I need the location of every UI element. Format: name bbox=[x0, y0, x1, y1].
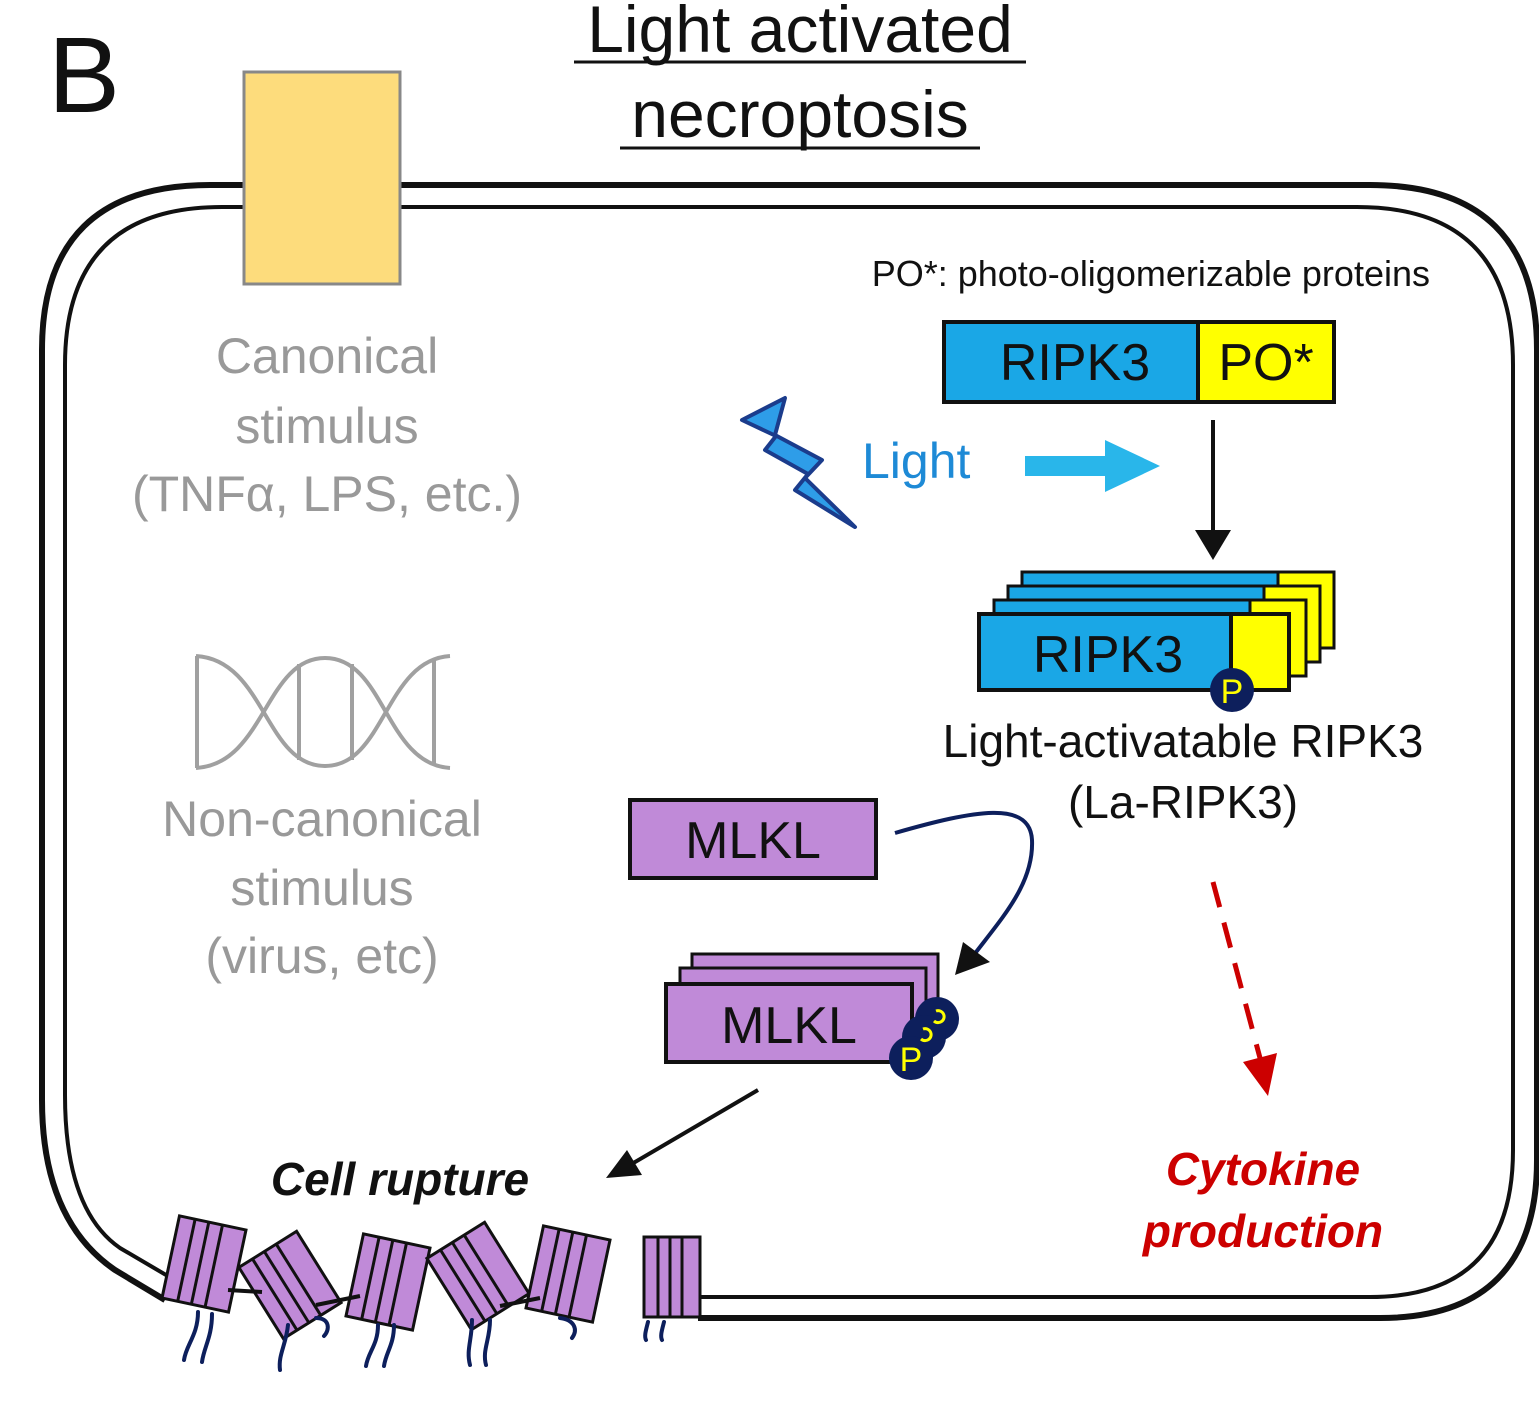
rupture-arrow bbox=[628, 1088, 760, 1167]
po-legend: PO*: photo-oligomerizable proteins bbox=[872, 253, 1430, 294]
activation-arrowhead bbox=[1195, 530, 1231, 560]
phosphorylation-arrowhead bbox=[955, 942, 990, 975]
la-ripk3-front-box bbox=[977, 612, 1233, 692]
rupture-arrowhead bbox=[606, 1150, 642, 1178]
mlkl-phospho-badge bbox=[889, 1036, 933, 1080]
mlkl-oligomer: MLKL P bbox=[664, 952, 959, 1080]
lightning-bolt-icon bbox=[740, 396, 857, 529]
mlkl-pore bbox=[642, 1235, 702, 1319]
light-label: Light bbox=[862, 433, 971, 489]
ripk3-domain-label: RIPK3 bbox=[1000, 334, 1150, 392]
mlkl-monomer-label: MLKL bbox=[685, 812, 821, 870]
panel-label: B bbox=[48, 14, 120, 135]
ripk3-phospho-badge bbox=[1210, 668, 1254, 712]
mlkl-oligomer-front-box bbox=[664, 982, 914, 1064]
mlkl-monomer-box bbox=[628, 798, 878, 880]
canonical-receptor bbox=[242, 70, 402, 286]
mlkl-pore bbox=[424, 1220, 532, 1332]
light-arrow-icon bbox=[1025, 440, 1160, 492]
mlkl-pore bbox=[524, 1224, 612, 1324]
mlkl-pore-icon bbox=[160, 1214, 702, 1372]
non-canonical-stimulus-line2: stimulus bbox=[230, 860, 413, 916]
po-domain-label: PO* bbox=[1218, 334, 1313, 392]
cell-membrane bbox=[39, 182, 1539, 1321]
ripk3-po-construct: RIPK3 PO* bbox=[942, 320, 1336, 404]
mlkl-pore bbox=[160, 1214, 248, 1314]
cytokine-label-line2: production bbox=[1141, 1205, 1383, 1257]
ripk3-domain bbox=[942, 320, 1200, 404]
non-canonical-stimulus-line3: (virus, etc) bbox=[205, 928, 438, 984]
phosphorylation-arrow bbox=[894, 810, 1035, 962]
la-ripk3-label: RIPK3 bbox=[1033, 626, 1183, 684]
diagram-title-line2: necroptosis bbox=[631, 77, 969, 151]
po-domain bbox=[1196, 320, 1336, 404]
mlkl-pore bbox=[344, 1232, 432, 1332]
la-ripk3-caption-line2: (La-RIPK3) bbox=[1068, 776, 1298, 828]
mlkl-oligomer-label: MLKL bbox=[721, 997, 857, 1055]
cytokine-arrow bbox=[1210, 881, 1263, 1059]
mlkl-phospho-label: P bbox=[900, 1041, 923, 1079]
cytokine-arrowhead bbox=[1243, 1053, 1277, 1096]
dna-helix-icon bbox=[195, 654, 451, 770]
canonical-stimulus-line3: (TNFα, LPS, etc.) bbox=[132, 466, 522, 522]
ripk3-phospho-label: P bbox=[1221, 673, 1244, 711]
canonical-stimulus-line1: Canonical bbox=[216, 328, 438, 384]
cell-rupture-label: Cell rupture bbox=[271, 1153, 529, 1205]
diagram-title-line1: Light activated bbox=[587, 0, 1013, 66]
cytokine-label-line1: Cytokine bbox=[1166, 1143, 1360, 1195]
canonical-stimulus-line2: stimulus bbox=[235, 398, 418, 454]
mlkl-pore bbox=[236, 1229, 344, 1341]
non-canonical-stimulus-line1: Non-canonical bbox=[162, 791, 482, 847]
la-ripk3-caption-line1: Light-activatable RIPK3 bbox=[943, 715, 1424, 767]
la-ripk3-oligomer: RIPK3 P bbox=[977, 570, 1336, 712]
